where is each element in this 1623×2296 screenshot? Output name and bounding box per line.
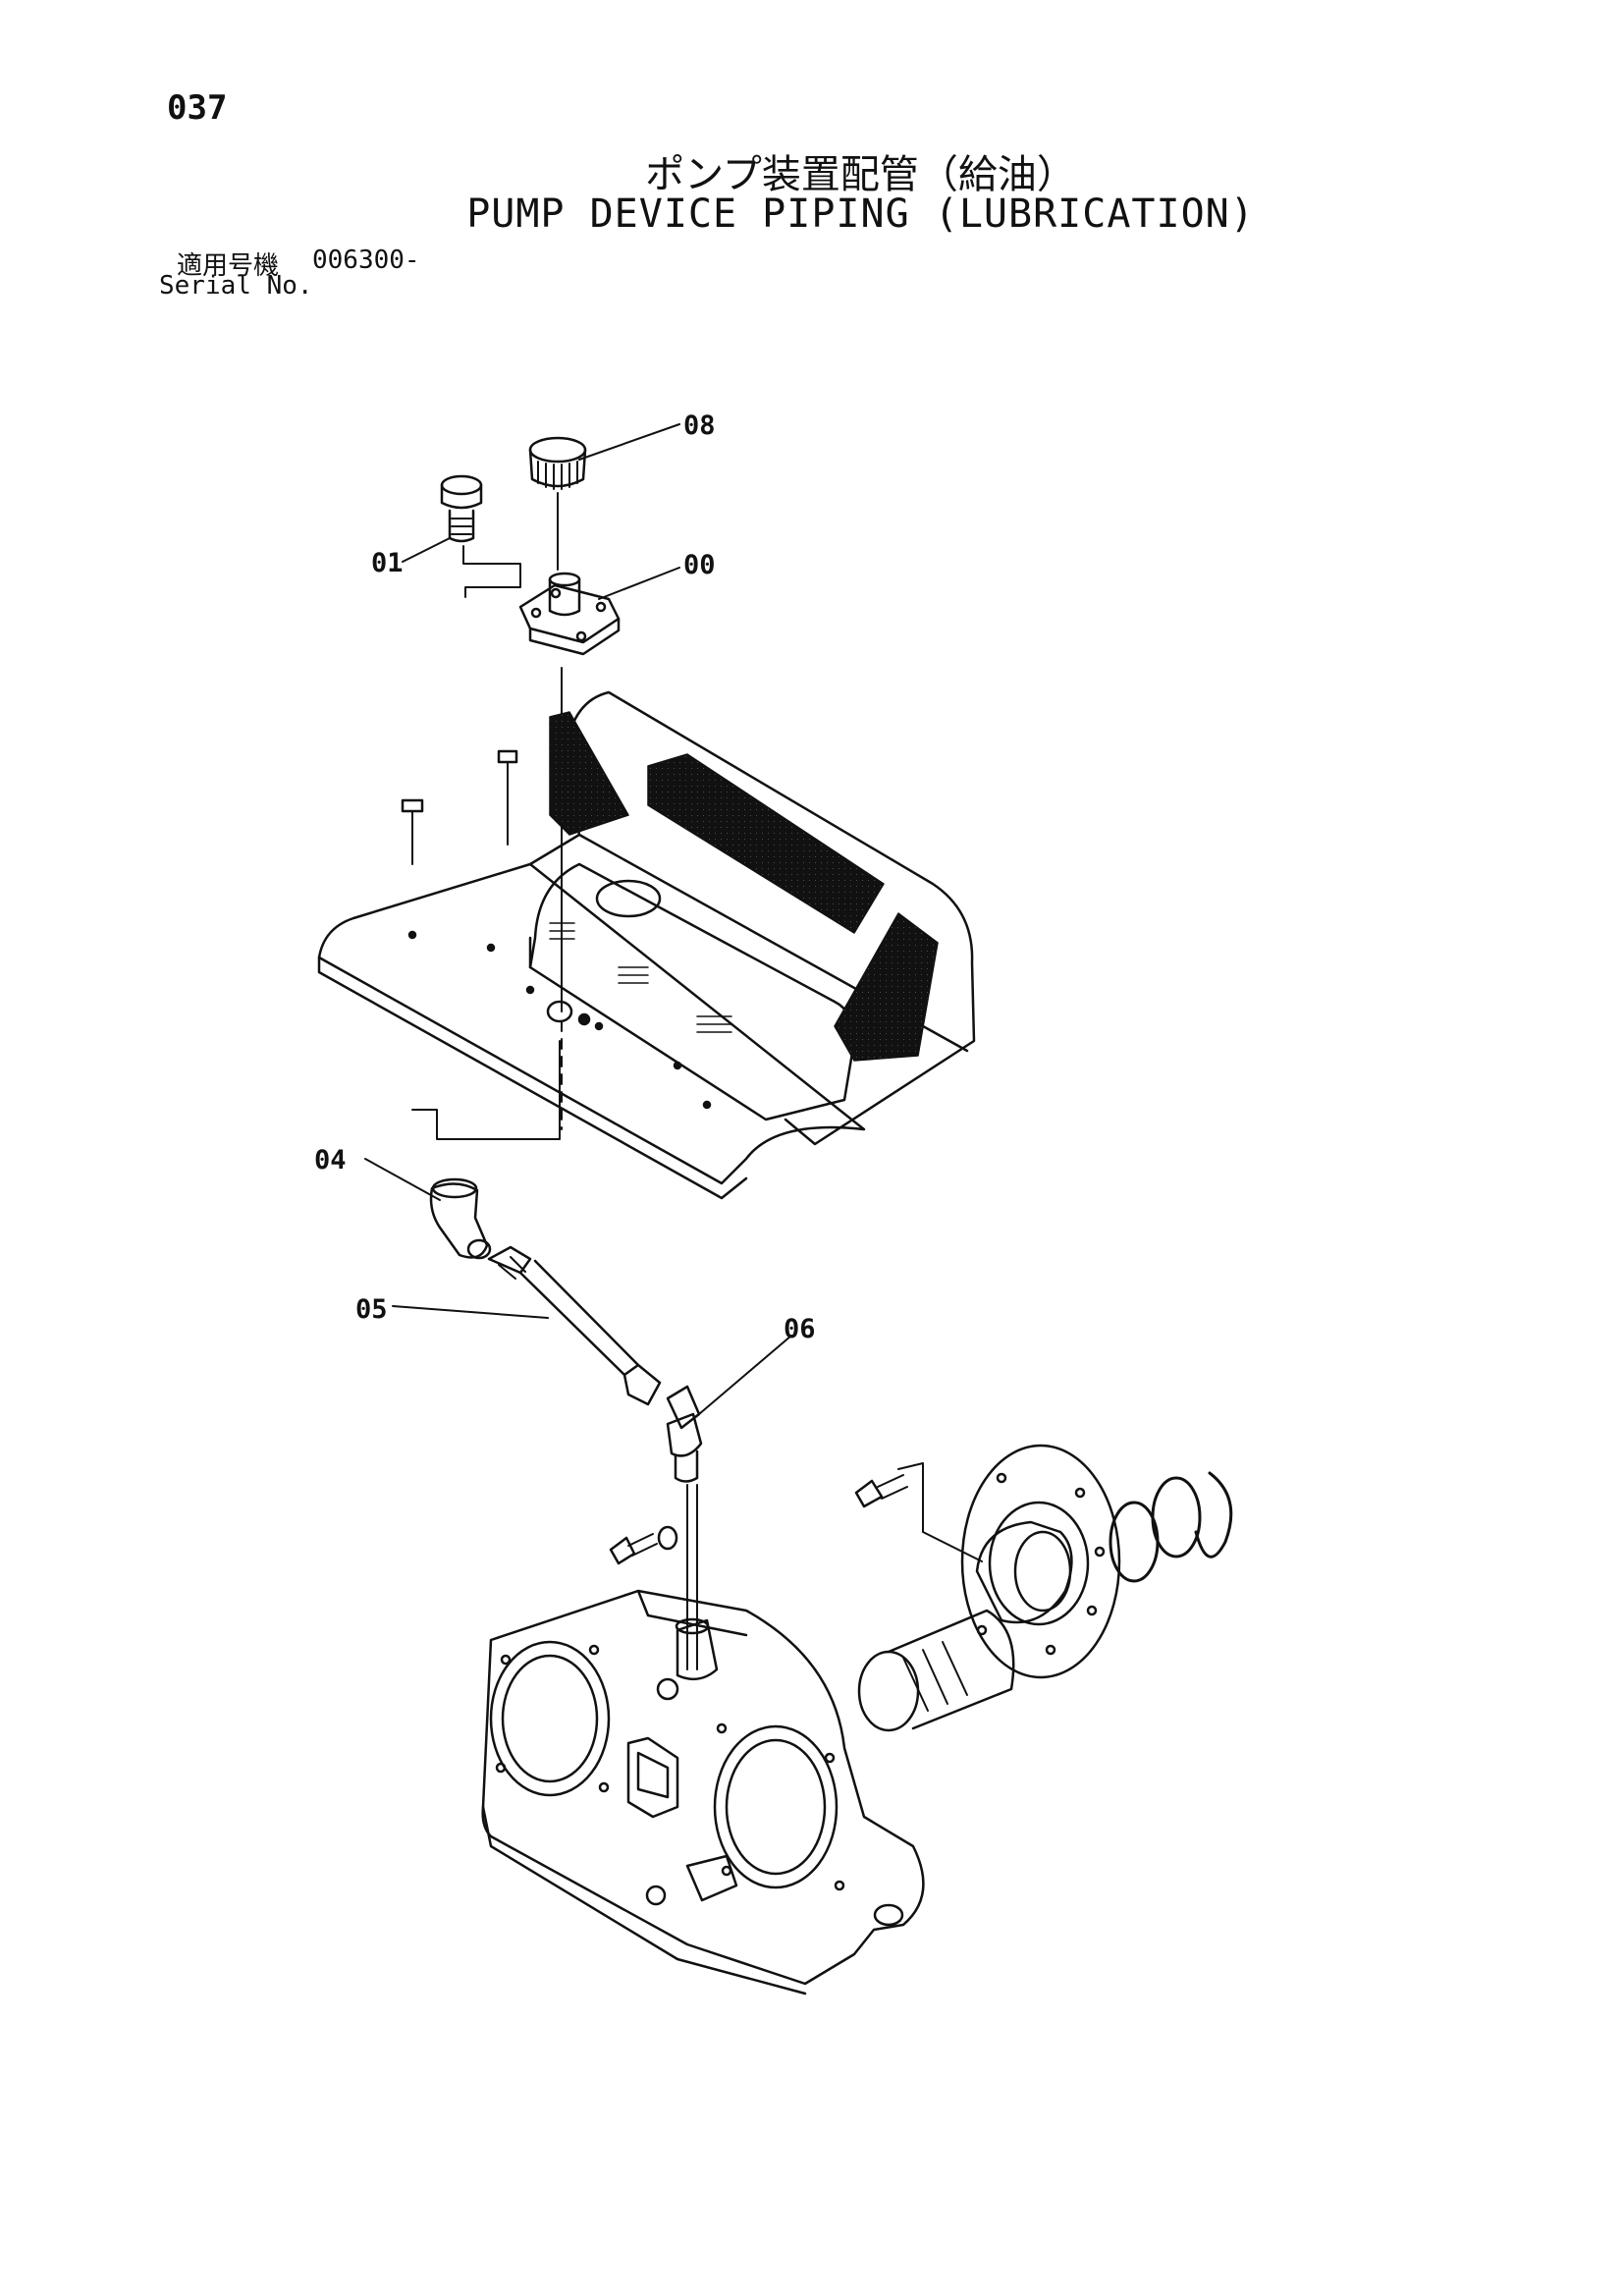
page-number: 037 (167, 88, 228, 128)
shaft-icon (857, 1609, 1015, 1732)
page-title-english: PUMP DEVICE PIPING (LUBRICATION) (466, 191, 1255, 237)
grease-fitting-icon (666, 1385, 703, 1670)
gearbox-icon (481, 1589, 925, 1995)
bolt-icon (854, 1462, 983, 1562)
callout-08: 08 (683, 410, 716, 441)
page-title-japanese: ポンプ装置配管（給油） (645, 152, 1076, 197)
hose-icon (487, 1245, 662, 1406)
callout-00: 00 (683, 550, 716, 580)
serial-label-japanese: 適用号機 (177, 251, 280, 281)
flange-coupling-icon (960, 1444, 1121, 1679)
breather-icon (440, 474, 521, 598)
callout-05: 05 (355, 1294, 388, 1325)
callout-01: 01 (371, 548, 404, 578)
callout-04: 04 (314, 1145, 347, 1175)
bolt-icon (401, 749, 518, 865)
serial-value: 006300- (312, 246, 420, 275)
leader-lines (364, 423, 792, 1415)
serial-label-english: Serial No. (159, 271, 313, 301)
elbow-icon (429, 1177, 492, 1260)
o-ring-icon (1109, 1471, 1233, 1583)
cover-icon (317, 690, 976, 1200)
bolt-icon (609, 1525, 678, 1565)
callout-06: 06 (784, 1314, 816, 1344)
cap-icon (528, 436, 587, 571)
